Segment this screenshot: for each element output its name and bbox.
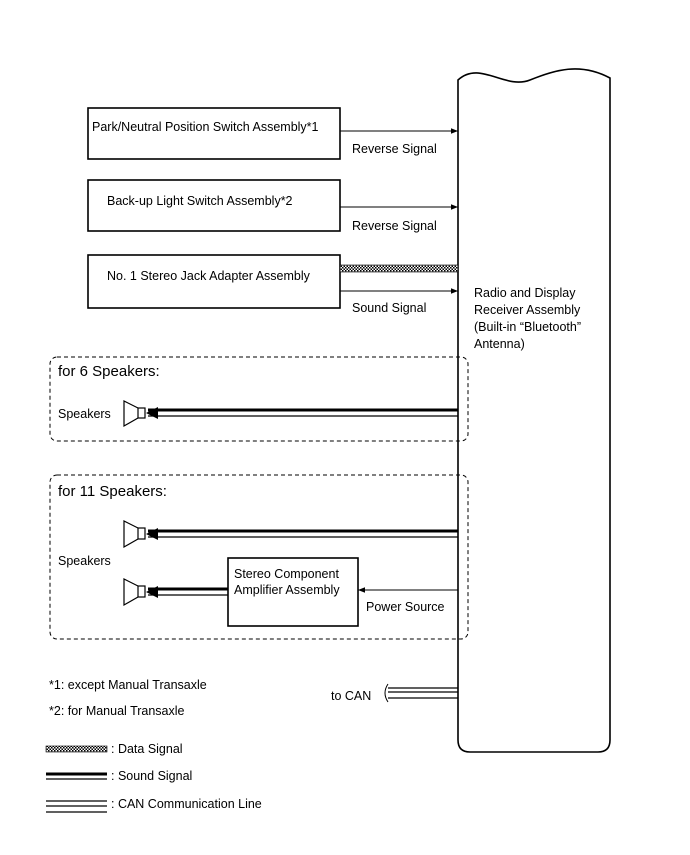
stereo-jack-adapter-box (87, 254, 341, 309)
reverse-signal-label-1: Reverse Signal (352, 142, 437, 156)
sound-signal-label: Sound Signal (352, 301, 426, 315)
receiver-label-4: Antenna) (474, 337, 525, 351)
receiver-label-1: Radio and Display (474, 286, 576, 300)
can-line (384, 683, 458, 703)
note-2: *2: for Manual Transaxle (49, 704, 185, 718)
reverse-signal-label-2: Reverse Signal (352, 219, 437, 233)
legend-data-signal-swatch (45, 745, 108, 753)
legend-data-signal-label: : Data Signal (111, 742, 183, 756)
data-signal-line (339, 264, 459, 273)
speaker-icon (123, 400, 146, 428)
six-speakers-title: for 6 Speakers: (58, 363, 160, 380)
receiver-label-3: (Built-in “Bluetooth” (474, 320, 581, 334)
legend-can-line-swatch (46, 800, 107, 813)
six-speakers-label: Speakers (58, 407, 111, 421)
backup-light-switch-box (87, 179, 341, 232)
amplifier-label-2: Amplifier Assembly (234, 583, 340, 597)
note-1: *1: except Manual Transaxle (49, 678, 207, 692)
legend-can-line-label: : CAN Communication Line (111, 797, 262, 811)
speaker-icon (123, 520, 146, 549)
park-neutral-switch-label: Park/Neutral Position Switch Assembly*1 (92, 120, 319, 134)
eleven-speakers-title: for 11 Speakers: (58, 483, 167, 500)
speaker-icon (123, 578, 146, 607)
stereo-jack-adapter-label: No. 1 Stereo Jack Adapter Assembly (107, 269, 311, 283)
eleven-speakers-group (49, 474, 469, 640)
sound-signal-to-speaker-11a (146, 528, 458, 540)
power-source-label: Power Source (366, 600, 445, 614)
backup-light-switch-label: Back-up Light Switch Assembly*2 (107, 194, 293, 208)
six-speakers-group (49, 356, 469, 442)
to-can-label: to CAN (331, 689, 371, 703)
receiver-assembly (457, 68, 611, 753)
sound-signal-to-speaker-6 (146, 407, 458, 419)
legend-sound-signal-swatch (46, 772, 107, 780)
legend-sound-signal-label: : Sound Signal (111, 769, 192, 783)
park-neutral-switch-box (87, 107, 341, 160)
sound-signal-to-speaker-11b (146, 586, 228, 598)
eleven-speakers-label: Speakers (58, 554, 111, 568)
amplifier-label-1: Stereo Component (234, 567, 339, 581)
receiver-label-2: Receiver Assembly (474, 303, 581, 317)
